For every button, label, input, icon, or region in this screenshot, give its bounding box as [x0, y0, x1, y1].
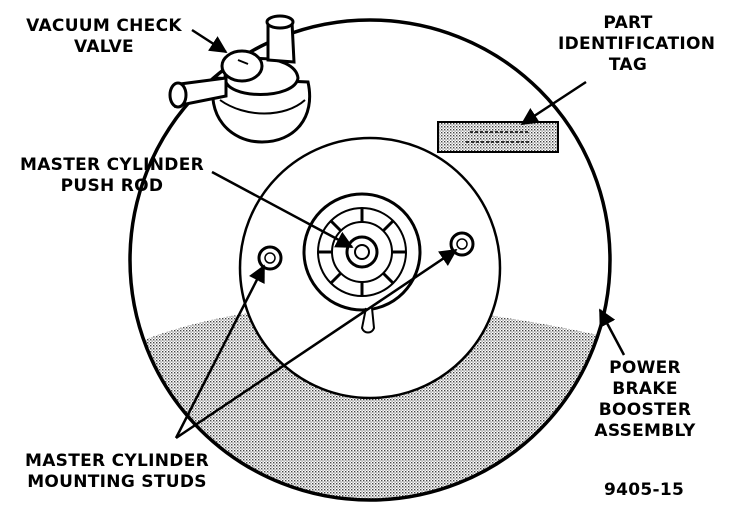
label-line: MASTER CYLINDER [19, 155, 205, 175]
leader-stud-right [175, 248, 458, 440]
label-line: TAG [608, 55, 648, 75]
label-line: IDENTIFICATION [558, 34, 716, 54]
booster-housing-outline [128, 18, 612, 502]
label-line: VALVE [74, 37, 134, 57]
label-line: MOUNTING STUDS [27, 472, 207, 492]
label-vacuum-check-valve: VACUUM CHECK VALVE [14, 16, 194, 58]
leader-lines [174, 28, 626, 440]
label-line: POWER [609, 358, 681, 378]
part-identification-tag [437, 121, 559, 153]
leader-booster-assembly [598, 308, 626, 356]
leader-push-rod [211, 170, 354, 249]
label-line: PUSH ROD [60, 176, 164, 196]
label-line: VACUUM CHECK [26, 16, 182, 36]
figure-id: 9405-15 [604, 480, 685, 500]
leader-part-tag [520, 80, 587, 126]
label-master-cylinder-push-rod: MASTER CYLINDER PUSH ROD [12, 155, 212, 197]
leader-vacuum-check-valve [191, 28, 228, 54]
label-part-identification-tag: PART IDENTIFICATION TAG [558, 13, 716, 76]
label-line: PART [603, 13, 653, 33]
label-master-cylinder-mounting-studs: MASTER CYLINDER MOUNTING STUDS [12, 451, 222, 493]
label-line: BOOSTER [598, 400, 692, 420]
label-line: BRAKE [612, 379, 678, 399]
label-power-brake-booster-assembly: POWER BRAKE BOOSTER ASSEMBLY [580, 358, 710, 442]
mounting-stud-left [257, 245, 283, 271]
leader-stud-left [174, 264, 266, 439]
vacuum-check-valve [168, 14, 312, 144]
label-line: MASTER CYLINDER [24, 451, 210, 471]
label-line: ASSEMBLY [594, 421, 696, 441]
